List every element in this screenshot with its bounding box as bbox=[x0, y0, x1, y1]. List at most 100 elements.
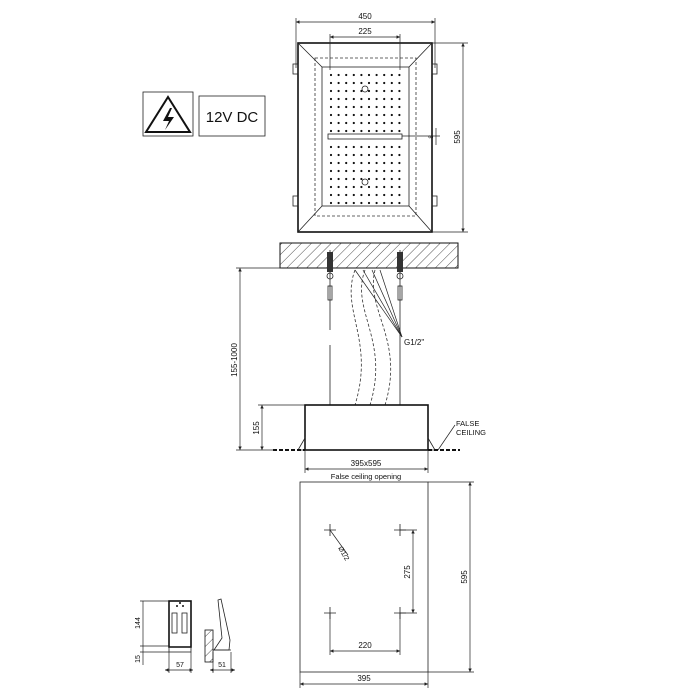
hole-label: Ø1/2 bbox=[336, 546, 350, 563]
nozzle-dot bbox=[398, 81, 401, 85]
width-dim-label: 450 bbox=[358, 12, 372, 21]
nozzle-dot bbox=[345, 105, 348, 109]
nozzle-dot bbox=[329, 97, 333, 101]
nozzle-dot bbox=[367, 113, 371, 117]
nozzle-dot bbox=[352, 185, 355, 189]
nozzle-dot bbox=[375, 169, 378, 173]
nozzle-dot bbox=[398, 121, 401, 125]
nozzle-dot bbox=[345, 185, 348, 189]
nozzle-dot bbox=[337, 81, 340, 85]
nozzle-dot bbox=[367, 129, 371, 133]
nozzle-dot bbox=[375, 113, 378, 117]
nozzle-dot bbox=[345, 89, 348, 93]
nozzle-dot bbox=[375, 145, 378, 149]
nozzle-dot bbox=[383, 89, 386, 93]
nozzle-dot bbox=[383, 73, 386, 77]
nozzle-dot bbox=[375, 89, 378, 93]
voltage-box bbox=[198, 95, 266, 137]
nozzle-dot bbox=[375, 129, 378, 133]
nozzle-dot bbox=[398, 129, 401, 133]
nozzle-dot bbox=[345, 121, 348, 125]
nozzle-dot bbox=[360, 121, 363, 125]
nozzle-dot bbox=[390, 153, 393, 157]
nozzle-dot bbox=[390, 201, 393, 205]
nozzle-dot bbox=[367, 153, 371, 157]
nozzle-dot bbox=[390, 129, 393, 133]
nozzle-dot bbox=[390, 73, 393, 77]
nozzle-dot bbox=[345, 73, 348, 77]
nozzle-dot bbox=[375, 81, 378, 85]
nozzle-dot bbox=[352, 113, 355, 117]
nozzle-dot bbox=[383, 153, 386, 157]
control-panel-drawing: 144 15 57 51 bbox=[135, 598, 235, 673]
nozzle-dot bbox=[352, 169, 355, 173]
nozzle-dot bbox=[383, 105, 386, 109]
false-ceiling-label-2: CEILING bbox=[456, 428, 486, 437]
nozzle-dot bbox=[375, 97, 378, 101]
nozzle-dot bbox=[360, 145, 363, 149]
nozzle-dot bbox=[367, 185, 371, 189]
nozzle-dot bbox=[337, 153, 340, 157]
nozzle-dot bbox=[329, 201, 333, 205]
nozzle-dot bbox=[360, 81, 363, 85]
section-view: G1/2" FALSE CEILING 155-1000 155 395x595… bbox=[230, 242, 486, 481]
nozzle-dot bbox=[337, 145, 340, 149]
nozzle-dot bbox=[383, 113, 386, 117]
nozzle-dot bbox=[360, 153, 363, 157]
nozzle-dot bbox=[375, 177, 378, 181]
nozzle-dot bbox=[375, 201, 378, 205]
nozzle-dot bbox=[367, 89, 371, 93]
nozzle-dot bbox=[352, 161, 355, 165]
nozzle-dot bbox=[329, 153, 333, 157]
nozzle-dot bbox=[367, 81, 371, 85]
nozzle-dot bbox=[375, 153, 378, 157]
nozzle-dot bbox=[329, 121, 333, 125]
nozzle-dot bbox=[352, 145, 355, 149]
nozzle-dot bbox=[367, 105, 371, 109]
nozzle-dot bbox=[360, 177, 363, 181]
nozzle-dot bbox=[390, 81, 393, 85]
nozzle-dot bbox=[352, 129, 355, 133]
nozzle-dot bbox=[390, 185, 393, 189]
nozzle-dot bbox=[352, 121, 355, 125]
control-base-dim-label: 15 bbox=[135, 655, 142, 663]
height-range-dim-label: 155-1000 bbox=[230, 343, 239, 377]
nozzle-dot bbox=[398, 177, 401, 181]
nozzle-dot bbox=[337, 97, 340, 101]
nozzle-dot bbox=[337, 169, 340, 173]
nozzle-dot bbox=[367, 145, 371, 149]
nozzle-dot bbox=[329, 129, 333, 133]
nozzle-dot bbox=[329, 161, 333, 165]
nozzle-dot bbox=[383, 129, 386, 133]
nozzle-dot bbox=[367, 161, 371, 165]
nozzle-dot bbox=[367, 169, 371, 173]
nozzle-dot bbox=[367, 97, 371, 101]
plan-width-dim-label: 395 bbox=[357, 674, 371, 683]
nozzle-dot bbox=[360, 105, 363, 109]
nozzle-dot bbox=[375, 105, 378, 109]
nozzle-dot bbox=[375, 161, 378, 165]
nozzle-dot bbox=[360, 129, 363, 133]
nozzle-dot bbox=[352, 97, 355, 101]
nozzle-grid bbox=[329, 73, 401, 205]
nozzle-dot bbox=[329, 177, 333, 181]
nozzle-dot bbox=[337, 161, 340, 165]
shower-box bbox=[304, 404, 429, 451]
nozzle-dot bbox=[383, 121, 386, 125]
nozzle-dot bbox=[352, 153, 355, 157]
nozzle-dot bbox=[345, 193, 348, 197]
nozzle-dot bbox=[352, 201, 355, 205]
nozzle-dot bbox=[360, 193, 363, 197]
nozzle-dot bbox=[398, 73, 401, 77]
nozzle-dot bbox=[383, 81, 386, 85]
nozzle-dot bbox=[337, 113, 340, 117]
nozzle-dot bbox=[367, 121, 371, 125]
nozzle-dot bbox=[390, 89, 393, 93]
voltage-label: 12V DC bbox=[206, 109, 259, 126]
nozzle-dot bbox=[398, 169, 401, 173]
nozzle-dot bbox=[352, 73, 355, 77]
nozzle-dot bbox=[345, 145, 348, 149]
nozzle-dot bbox=[375, 185, 378, 189]
nozzle-dot bbox=[329, 145, 333, 149]
